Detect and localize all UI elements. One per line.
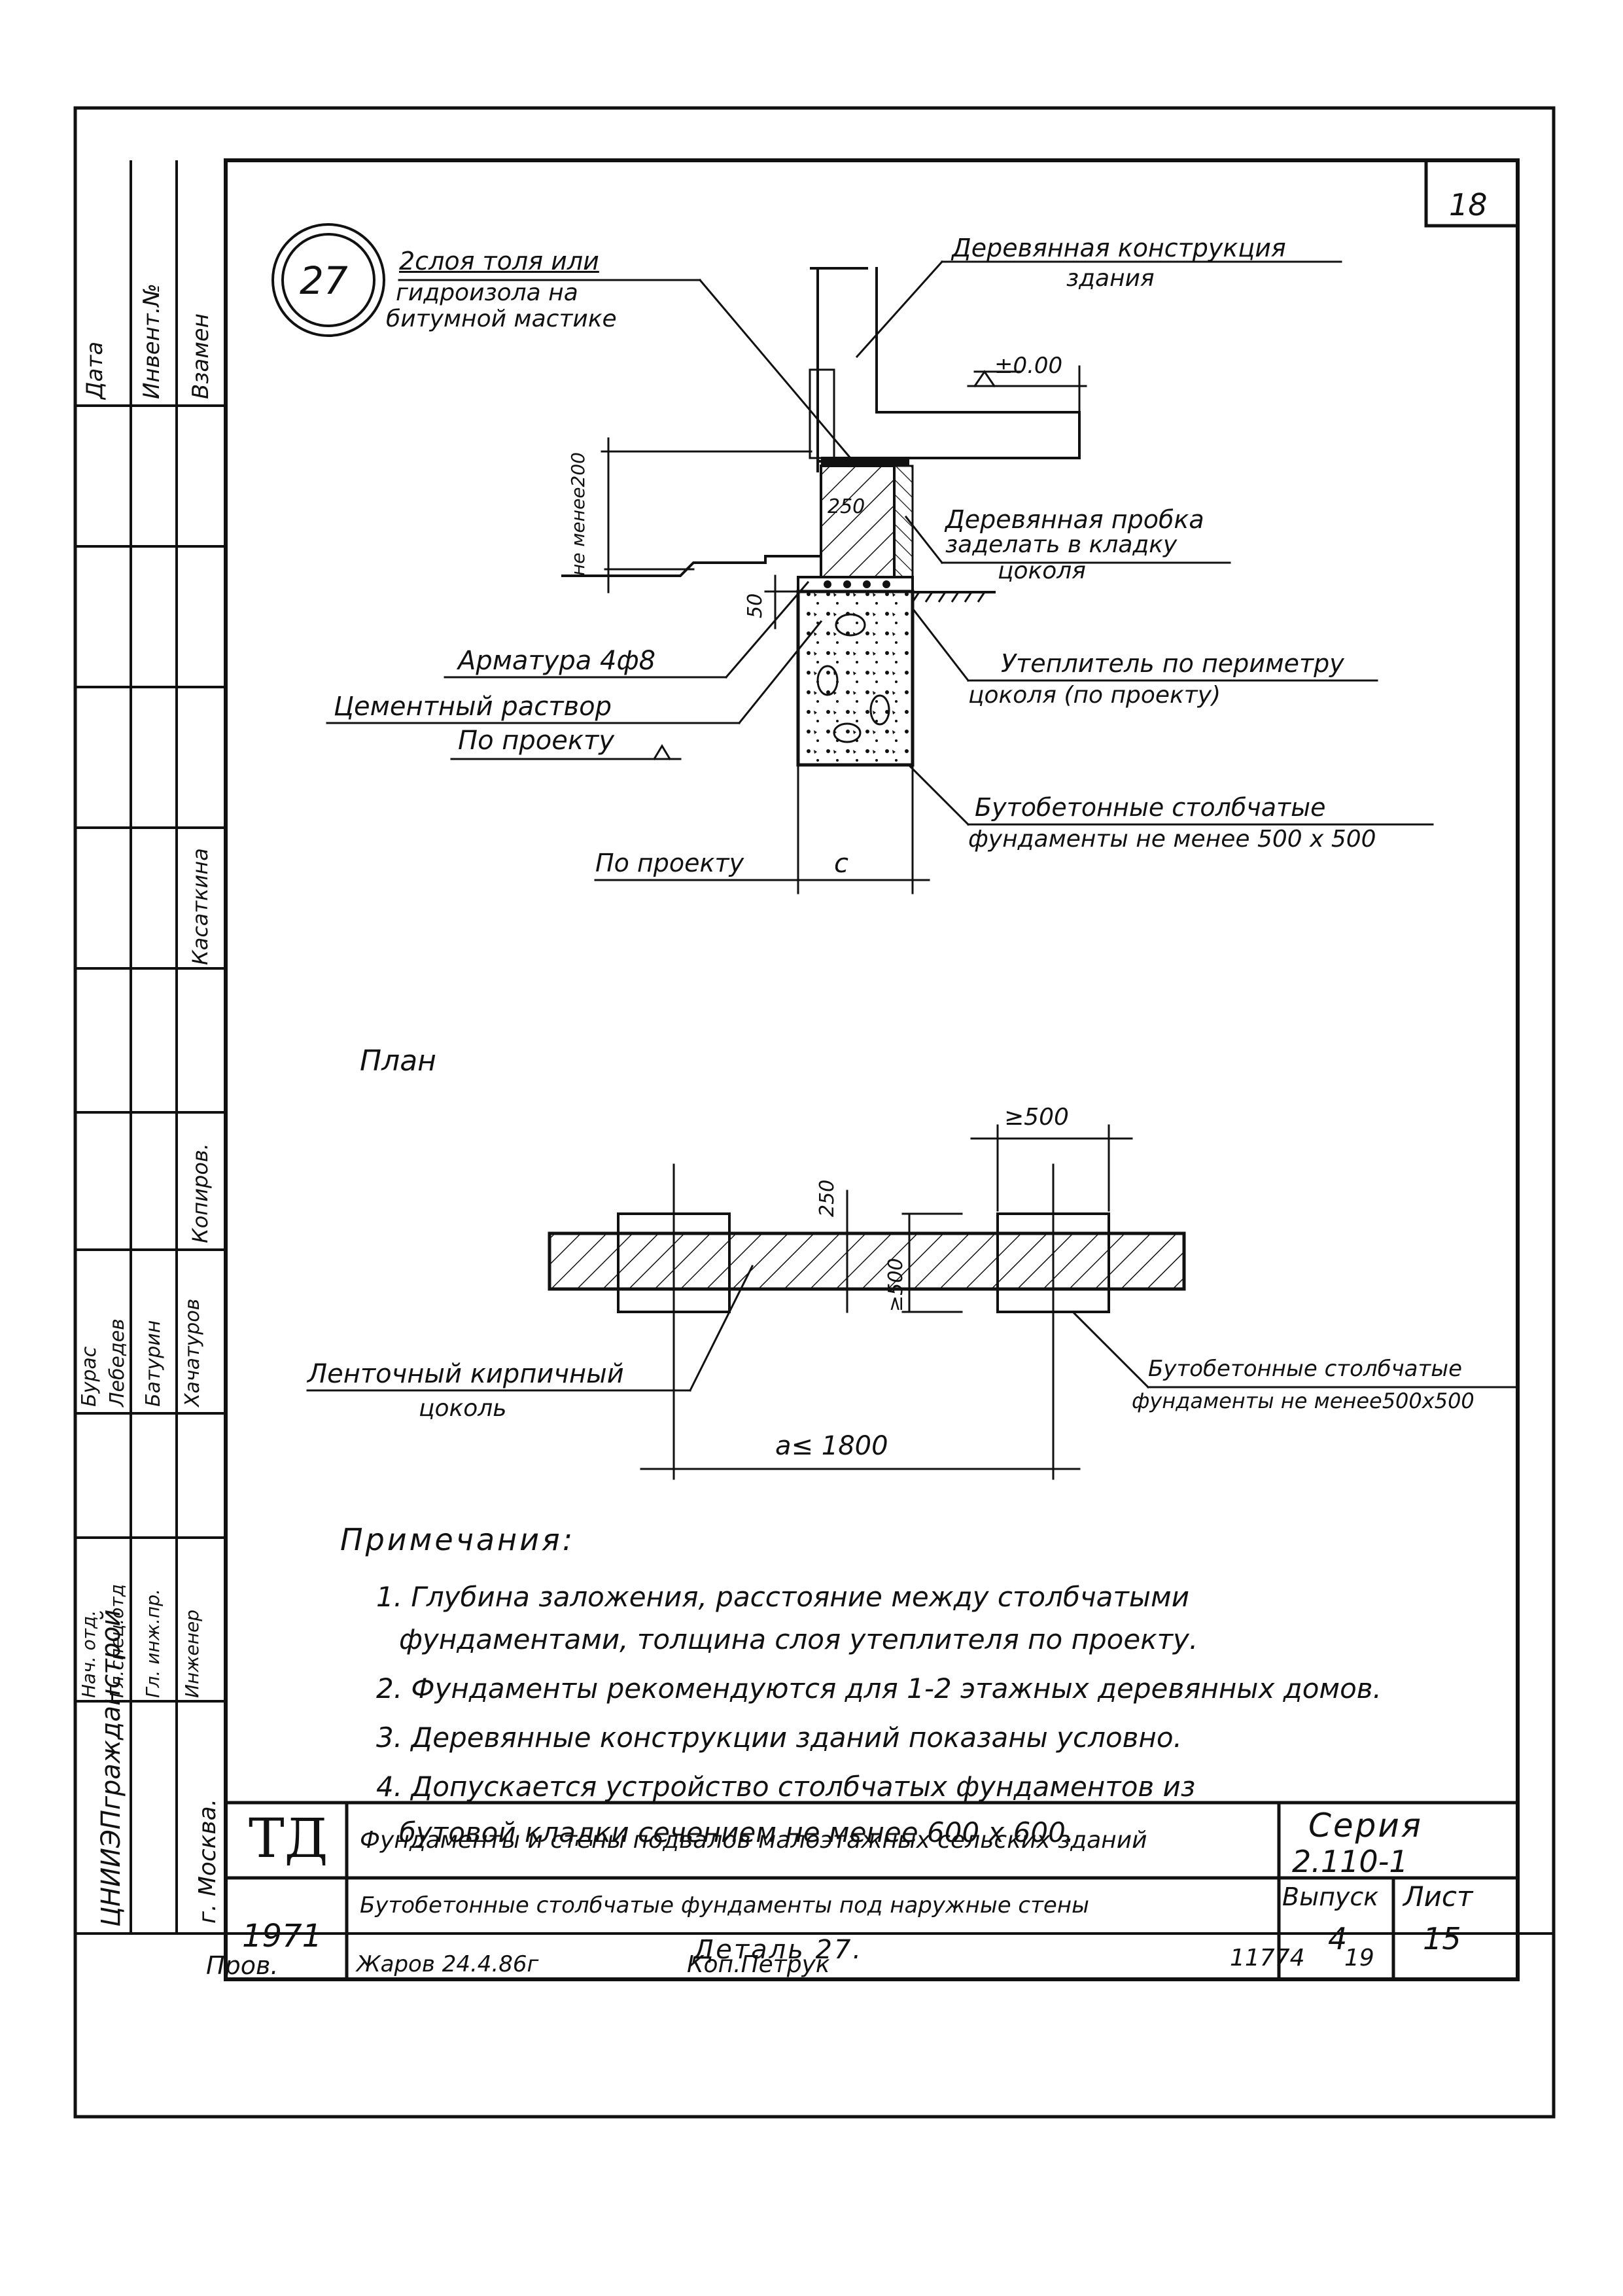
side-stamp [75, 160, 226, 1934]
note-4a: 4. Допускается устройство столбчатых фун… [376, 1771, 1196, 1803]
label-rubble-foundations-1: Бутобетонные столбчатые [975, 793, 1326, 822]
label-wood-plug-1: Деревянная пробка [945, 505, 1204, 534]
stamp-sign-4: Хачатуров [181, 1298, 204, 1407]
ground-line-left [561, 555, 822, 577]
sheet-label: Лист [1403, 1881, 1473, 1913]
label-insulation-2: цоколя (по проекту) [968, 682, 1221, 709]
dim-50-section: 50 [744, 593, 767, 618]
label-cement-2: По проекту [458, 726, 615, 756]
footer-copier: Коп.Петрук [687, 1951, 830, 1978]
note-1a: 1. Глубина заложения, расстояние между с… [376, 1581, 1189, 1613]
bottom-code: 11774 [1230, 1945, 1305, 1971]
series-value: 2.110-1 [1292, 1844, 1408, 1879]
label-wood-plug-2: заделать в кладку [945, 531, 1178, 558]
detail-number: 27 [300, 258, 348, 303]
bottom-num: 19 [1344, 1945, 1374, 1971]
plan-dim-a: а≤ 1800 [775, 1431, 888, 1461]
label-rubble-foundations-2: фундаменты не менее 500 х 500 [968, 826, 1376, 853]
stamp-sign-2: Лебедев [106, 1318, 129, 1407]
td-logo: ТД [249, 1808, 328, 1870]
brick-plinth [820, 465, 896, 578]
title-line-3: Деталь 27. [693, 1935, 864, 1965]
plan-title: План [360, 1044, 436, 1078]
label-rebar: Арматура 4ф8 [458, 646, 656, 676]
label-strip-1: Ленточный кирпичный [307, 1359, 624, 1389]
section-leaders [326, 260, 1434, 826]
label-cement-1: Цементный раствор [334, 692, 612, 722]
stamp-city: г. Москва. [194, 1798, 221, 1924]
footer-checked: Пров. [206, 1951, 279, 1980]
stamp-name-2: Копиров. [188, 1143, 213, 1243]
stamp-date: Дата [82, 341, 108, 399]
title-line-2: Бутобетонные столбчатые фундаменты под н… [360, 1892, 1089, 1918]
label-insulation-1: Утеплитель по периметру [1001, 649, 1344, 678]
dim-c: с [834, 849, 848, 879]
note-4b: бутовой кладки сечением не менее 600 х 6… [399, 1816, 1075, 1848]
sheet-number-box [1424, 158, 1520, 228]
dim-by-project: По проекту [595, 849, 744, 877]
inner-frame [224, 158, 1520, 1981]
label-strip-2: цоколь [419, 1395, 507, 1422]
label-waterproof-1: 2слоя толя или [399, 247, 599, 275]
plan-dim-ge500: ≥500 [1004, 1104, 1069, 1131]
rebar-dots [824, 580, 890, 588]
stamp-role-3: Гл. инж.пр. [142, 1589, 164, 1698]
issue-label: Выпуск [1282, 1882, 1379, 1911]
stamp-sign-3: Батурин [142, 1320, 165, 1407]
section-dimensions [594, 365, 1087, 894]
label-waterproof-2: гидроизола на [396, 279, 578, 306]
stamp-name-1: Касаткина [188, 848, 213, 965]
title-year: 1971 [242, 1918, 323, 1954]
detail-circle-inner [281, 233, 375, 327]
label-wood-structure-2: здания [1066, 265, 1155, 292]
sheet-value: 15 [1423, 1921, 1461, 1956]
cement-level-mark [652, 744, 672, 761]
series-label: Серия [1308, 1807, 1423, 1845]
level-mark-label: ±0.00 [994, 353, 1063, 379]
stamp-role-1: Нач. отд. [78, 1610, 99, 1698]
label-wood-structure-1: Деревянная конструкция [952, 234, 1286, 262]
rubble-stones [816, 613, 890, 743]
wood-plug [893, 465, 914, 578]
waterproofing-layer [821, 457, 909, 466]
label-waterproof-3: битумной мастике [386, 306, 617, 332]
label-columns-2: фундаменты не менее500х500 [1132, 1388, 1475, 1413]
note-2: 2. Фундаменты рекомендуются для 1-2 этаж… [376, 1672, 1382, 1704]
label-columns-1: Бутобетонные столбчатые [1148, 1356, 1463, 1382]
plan-dim-250: 250 [816, 1179, 839, 1217]
footer-checker: Жаров 24.4.86г [357, 1951, 539, 1977]
title-line-1: Фундаменты и стены подвалов малоэтажных … [360, 1827, 1147, 1854]
stamp-org: ЦНИИЭПгражданстрой [96, 1609, 126, 1927]
plan-dim-ge500-vert: ≥500 [884, 1258, 907, 1312]
level-mark [973, 370, 996, 388]
dim-not-less-200: не менее200 [567, 452, 589, 576]
label-wood-plug-3: цоколя [998, 557, 1086, 584]
rebar-layer [797, 576, 914, 593]
note-3: 3. Деревянные конструкции зданий показан… [376, 1722, 1182, 1754]
stamp-inventory: Инвент.№ [139, 283, 165, 399]
plan-leaders [306, 1264, 1519, 1392]
sheet-number: 18 [1449, 187, 1488, 222]
plan-dimensions [640, 1124, 1133, 1480]
note-1b: фундаментами, толщина слоя утеплителя по… [399, 1623, 1198, 1655]
notes-heading: Примечания: [340, 1522, 576, 1557]
plan-strip-plinth [548, 1231, 1186, 1291]
detail-circle-outer [271, 223, 385, 337]
ground-hatch [911, 592, 986, 603]
stamp-role-4: Инженер [181, 1609, 203, 1698]
issue-value: 4 [1328, 1921, 1348, 1956]
dim-250-section: 250 [828, 495, 865, 518]
stamp-replaces: Взамен [188, 313, 214, 399]
title-block-grid [226, 1801, 1518, 1979]
stamp-sign-1: Бурас [78, 1346, 101, 1407]
